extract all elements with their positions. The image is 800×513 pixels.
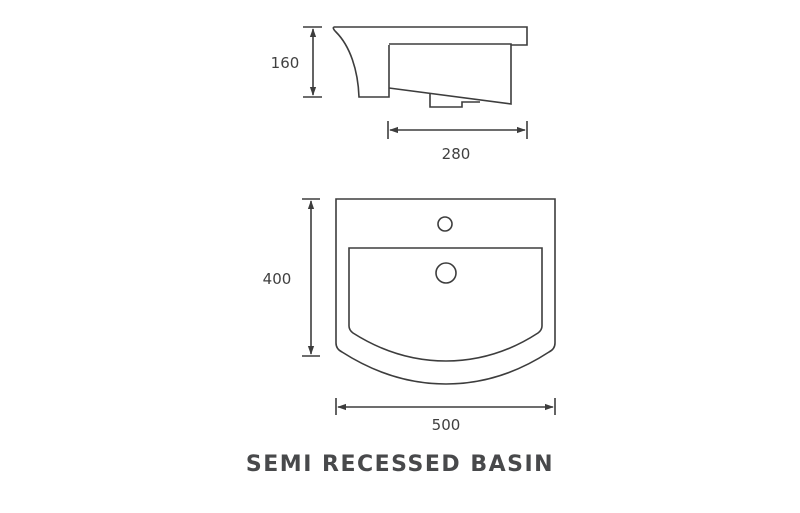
- tap-hole-icon: [437, 216, 453, 232]
- diagram-title: SEMI RECESSED BASIN: [245, 452, 555, 477]
- side-bowl-outline: [388, 43, 512, 105]
- dimension-label-400: 400: [263, 270, 292, 288]
- dimension-160: [303, 26, 322, 98]
- side-waste-outlet: [429, 94, 480, 108]
- dimension-280: [387, 121, 528, 139]
- side-view: [332, 26, 528, 108]
- dimension-label-160: 160: [271, 54, 300, 72]
- top-view: [335, 198, 556, 385]
- dimension-400: [302, 198, 320, 357]
- top-inner-bowl: [348, 247, 543, 362]
- dimension-500: [335, 398, 556, 415]
- waste-outlet-icon: [435, 262, 457, 284]
- top-outer-outline: [335, 198, 556, 385]
- dimension-label-280: 280: [442, 145, 471, 163]
- dimension-label-500: 500: [432, 416, 461, 434]
- side-profile-outline: [332, 26, 528, 98]
